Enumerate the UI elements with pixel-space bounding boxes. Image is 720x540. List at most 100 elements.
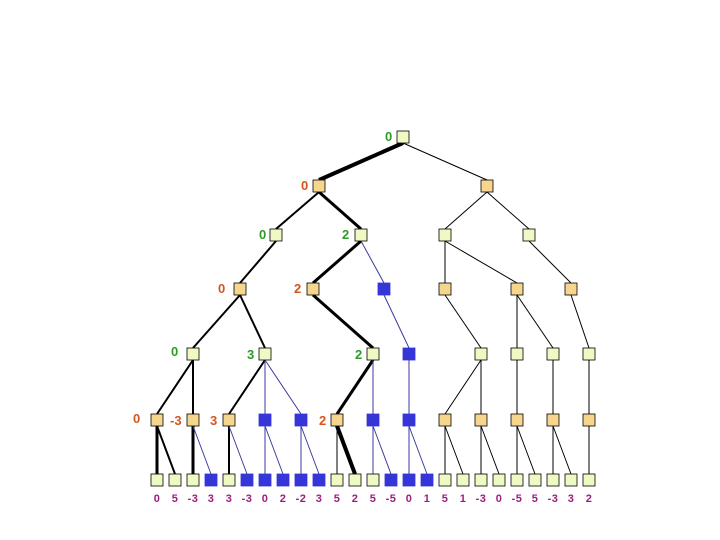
pruned-edge (408, 425, 428, 475)
tree-edge (402, 142, 488, 181)
leaf-value: 0 (406, 493, 413, 505)
tree-edge (444, 294, 482, 349)
pruned-leaf-node (240, 473, 254, 487)
pruned-leaf-node (420, 473, 434, 487)
max-node (186, 347, 200, 361)
tree-edge (156, 359, 194, 415)
tree-edge (312, 239, 362, 285)
max-node (474, 347, 488, 361)
min-node (306, 282, 320, 296)
pruned-edge (228, 425, 248, 475)
tree-edge (570, 294, 590, 349)
leaf-value: -3 (476, 493, 487, 505)
leaf-node (348, 473, 362, 487)
tree-edge (239, 240, 277, 284)
pruned-edge (383, 294, 410, 349)
tree-edge (444, 359, 482, 415)
tree-edge (486, 191, 530, 230)
pruned-edge (372, 425, 392, 475)
leaf-node (456, 473, 470, 487)
pruned-edge (300, 425, 320, 475)
min-node (330, 413, 344, 427)
leaf-value: 2 (352, 493, 359, 505)
node-value-label: 2 (355, 347, 362, 362)
max-node (366, 347, 380, 361)
tree-edge (312, 293, 374, 350)
leaf-value: -3 (188, 493, 199, 505)
leaf-node (510, 473, 524, 487)
min-node (150, 413, 164, 427)
leaf-node (492, 473, 506, 487)
tree-edge (318, 141, 404, 182)
node-value-label: 0 (259, 227, 266, 242)
node-value-label: 3 (247, 347, 254, 362)
min-node (582, 413, 596, 427)
min-node (186, 413, 200, 427)
leaf-node (528, 473, 542, 487)
node-value-label: 0 (171, 344, 178, 359)
pruned-node (366, 413, 380, 427)
max-node (582, 347, 596, 361)
leaf-value: 1 (424, 493, 431, 505)
node-value-label: 0 (133, 411, 140, 426)
min-node (564, 282, 578, 296)
node-value-label: 2 (342, 227, 349, 242)
tree-edge (335, 425, 357, 475)
tree-edge (444, 240, 518, 284)
tree-edge (228, 359, 266, 415)
min-node (474, 413, 488, 427)
tree-edge (480, 425, 500, 475)
leaf-value: 3 (316, 493, 323, 505)
tree-nodes (150, 130, 596, 487)
leaf-value: 3 (568, 493, 575, 505)
leaf-value: -5 (386, 493, 397, 505)
pruned-edge (264, 359, 302, 415)
max-node (546, 347, 560, 361)
max-node (354, 228, 368, 242)
min-node (510, 413, 524, 427)
leaf-value: -5 (512, 493, 523, 505)
tree-edge (192, 294, 241, 349)
min-node (233, 282, 247, 296)
leaf-value: 5 (532, 493, 539, 505)
tree-edge (516, 425, 536, 475)
pruned-leaf-node (276, 473, 290, 487)
max-node (269, 228, 283, 242)
leaf-value: 0 (496, 493, 503, 505)
leaf-node (186, 473, 200, 487)
leaf-node (366, 473, 380, 487)
tree-edge (444, 191, 488, 230)
tree-edge (516, 294, 554, 349)
tree-edges (155, 141, 590, 475)
min-node (438, 282, 452, 296)
leaf-node (474, 473, 488, 487)
leaf-node (564, 473, 578, 487)
leaf-value: 1 (460, 493, 467, 505)
min-node (510, 282, 524, 296)
tree-edge (335, 359, 375, 415)
min-node (222, 413, 236, 427)
max-node (522, 228, 536, 242)
pruned-leaf-node (312, 473, 326, 487)
pruned-edge (264, 425, 284, 475)
pruned-node (402, 347, 416, 361)
tree-edge (444, 425, 464, 475)
leaf-value: -3 (548, 493, 559, 505)
node-value-label: 3 (210, 413, 217, 428)
leaf-value: 5 (442, 493, 449, 505)
leaf-value: 0 (262, 493, 269, 505)
min-node (546, 413, 560, 427)
pruned-leaf-node (258, 473, 272, 487)
leaf-value: 5 (334, 493, 341, 505)
min-node (438, 413, 452, 427)
pruned-leaf-node (204, 473, 218, 487)
leaf-node (330, 473, 344, 487)
tree-edge (275, 191, 320, 230)
leaf-node (150, 473, 164, 487)
leaf-value: -3 (242, 493, 253, 505)
pruned-edge (192, 425, 212, 475)
pruned-node (294, 413, 308, 427)
tree-edge (318, 190, 362, 231)
pruned-node (377, 282, 391, 296)
